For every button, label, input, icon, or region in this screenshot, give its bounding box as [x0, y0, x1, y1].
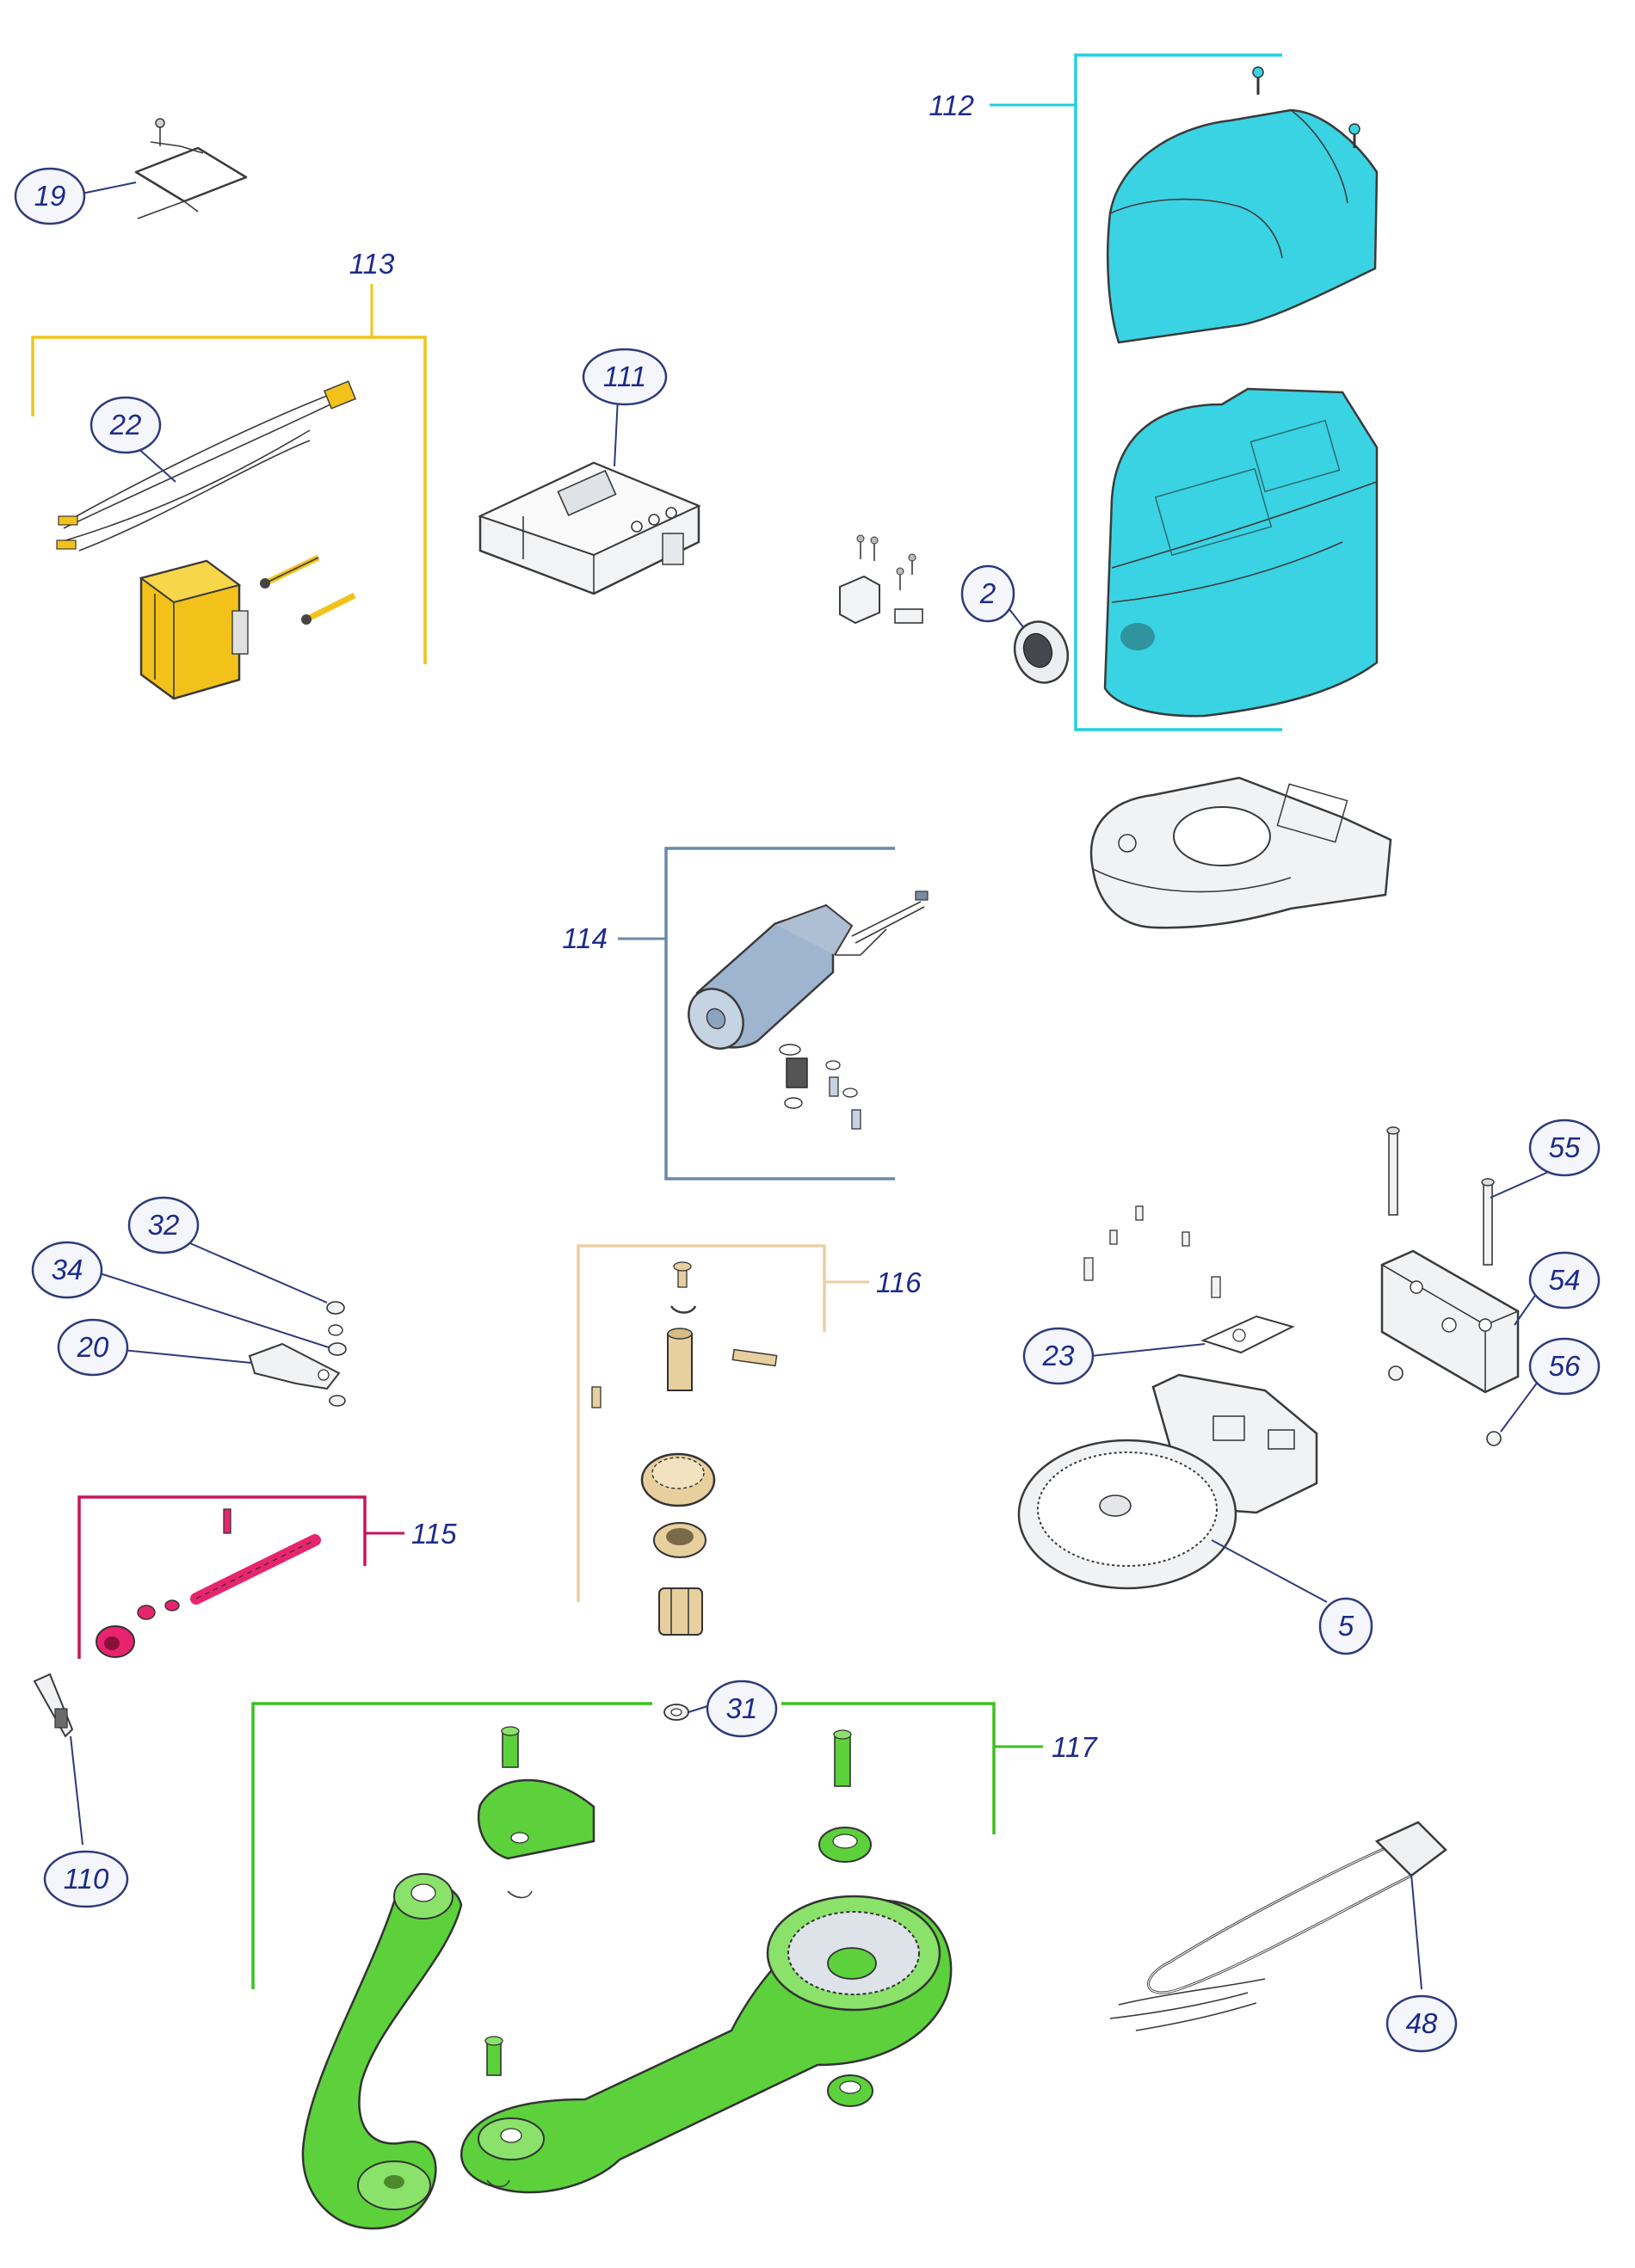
part-19-plate	[134, 118, 248, 219]
callout-56: 56	[1528, 1337, 1601, 1396]
group-116-bracket	[577, 1244, 869, 1602]
part-48-power-cable	[1109, 1821, 1447, 2031]
callout-bubble	[57, 1318, 129, 1377]
callout-number: 22	[109, 409, 142, 441]
part-screws-cluster	[1083, 1205, 1221, 1298]
callout-bubbles: 19 22 111 2 55 54 56 23 5 32 34 20 31 110 48	[14, 167, 1601, 2053]
part-115-shaft	[96, 1508, 321, 1658]
group-label-112: 112	[929, 89, 974, 121]
callout-number: 111	[603, 361, 646, 392]
callout-2: 2	[960, 564, 1015, 623]
callout-bubble	[1528, 1251, 1601, 1310]
callout-55: 55	[1528, 1119, 1601, 1177]
group-117-bracket	[251, 1702, 1043, 1989]
part-56-nuts	[1388, 1365, 1502, 1446]
callout-number: 54	[1549, 1264, 1581, 1296]
group-115-bracket	[77, 1495, 404, 1659]
part-31-nut	[663, 1704, 689, 1721]
callout-number: 20	[77, 1331, 109, 1363]
callout-bubble	[706, 1679, 778, 1738]
callout-bubble	[127, 1196, 200, 1254]
group-labels: 112 113 114 115 116 117	[349, 89, 1099, 1763]
part-transformer	[139, 554, 356, 700]
callout-number: 5	[1338, 1610, 1354, 1642]
part-112-cover-base	[1103, 387, 1379, 718]
callout-31: 31	[706, 1679, 778, 1738]
group-label-113: 113	[349, 248, 395, 280]
callout-number: 32	[148, 1209, 180, 1241]
part-55-long-bolts	[1386, 1126, 1495, 1266]
callout-bubble	[1318, 1597, 1373, 1655]
callout-number: 110	[64, 1863, 109, 1895]
part-23-gasket	[1200, 1315, 1295, 1354]
part-5-base	[1017, 1373, 1318, 1590]
part-22-wire-harness	[56, 380, 357, 552]
callout-bubble	[960, 564, 1015, 623]
callout-bubble	[14, 167, 86, 225]
callout-bubble	[1528, 1337, 1601, 1396]
group-114-bracket	[618, 847, 895, 1180]
callout-20: 20	[57, 1318, 129, 1377]
callout-110: 110	[43, 1850, 129, 1908]
part-gearbox-housing	[1089, 776, 1392, 929]
group-label-115: 115	[411, 1518, 457, 1550]
callout-bubble	[1385, 1994, 1458, 2053]
callout-22: 22	[89, 396, 162, 454]
group-112-bracket	[990, 53, 1282, 731]
callout-32: 32	[127, 1196, 200, 1254]
callout-number: 19	[34, 180, 66, 212]
part-112-cover-top	[1106, 66, 1379, 344]
part-116-gear-train	[591, 1261, 778, 1636]
callout-54: 54	[1528, 1251, 1601, 1310]
part-54-plate	[1380, 1249, 1520, 1394]
part-32-34-washers	[326, 1301, 347, 1407]
callout-number: 23	[1042, 1340, 1075, 1371]
callout-bubble	[89, 396, 162, 454]
callout-bubble	[1528, 1119, 1601, 1177]
part-117-arm-assembly	[301, 1726, 953, 2230]
callout-bubble	[31, 1241, 103, 1299]
part-110-lever	[33, 1673, 74, 1738]
callout-bubble	[1022, 1327, 1095, 1385]
group-label-116: 116	[876, 1267, 922, 1298]
part-111-control-unit	[478, 461, 701, 595]
callout-bubble	[582, 348, 668, 406]
part-terminal-block	[839, 534, 923, 625]
group-label-117: 117	[1052, 1731, 1098, 1763]
callout-number: 56	[1549, 1350, 1581, 1382]
callout-bubble	[43, 1850, 129, 1908]
callout-number: 2	[979, 577, 996, 609]
callout-number: 48	[1406, 2007, 1438, 2039]
callout-111: 111	[582, 348, 668, 406]
part-114-motor	[688, 891, 929, 1130]
part-2-cap	[1013, 620, 1070, 684]
callout-23: 23	[1022, 1327, 1095, 1385]
part-20-bracket	[248, 1342, 341, 1390]
group-label-114: 114	[562, 922, 608, 954]
callout-number: 34	[52, 1254, 83, 1285]
callout-48: 48	[1385, 1994, 1458, 2053]
callout-5: 5	[1318, 1597, 1373, 1655]
callout-number: 31	[726, 1692, 758, 1724]
callout-number: 55	[1549, 1131, 1581, 1163]
callout-19: 19	[14, 167, 86, 225]
callout-34: 34	[31, 1241, 103, 1299]
group-113-bracket	[31, 284, 427, 664]
